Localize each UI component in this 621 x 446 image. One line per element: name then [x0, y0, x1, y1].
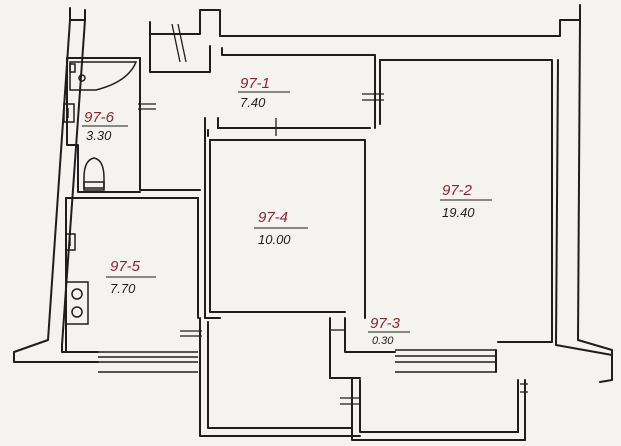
windows: [98, 349, 496, 373]
room-area-97-2: 19.40: [442, 205, 475, 220]
room-area-97-4: 10.00: [258, 232, 291, 247]
room-97-3: 97-3 0.30: [368, 315, 410, 347]
radiator-icon: [65, 233, 76, 251]
stove-icon: [65, 281, 89, 325]
room-97-1: 97-1 7.40: [238, 75, 290, 110]
room-number-97-1: 97-1: [240, 75, 270, 92]
room-area-97-5: 7.70: [110, 281, 136, 296]
room-number-97-2: 97-2: [442, 182, 473, 199]
room-97-4: 97-4 10.00: [254, 209, 308, 247]
room-area-97-6: 3.30: [86, 128, 112, 143]
room-number-97-5: 97-5: [110, 258, 141, 275]
bathtub-icon: [69, 61, 138, 91]
room-97-5: 97-5 7.70: [106, 258, 156, 296]
room-area-97-3: 0.30: [372, 335, 394, 347]
room-number-97-4: 97-4: [258, 209, 288, 226]
sink-icon: [63, 103, 75, 123]
room-number-97-6: 97-6: [84, 109, 115, 126]
room-number-97-3: 97-3: [370, 315, 401, 332]
room-97-2: 97-2 19.40: [440, 182, 492, 220]
walls: [13, 4, 613, 441]
door-marks: [138, 23, 528, 405]
room-97-6: 97-6 3.30: [82, 109, 128, 143]
room-area-97-1: 7.40: [240, 95, 266, 110]
toilet-icon: [83, 157, 105, 191]
